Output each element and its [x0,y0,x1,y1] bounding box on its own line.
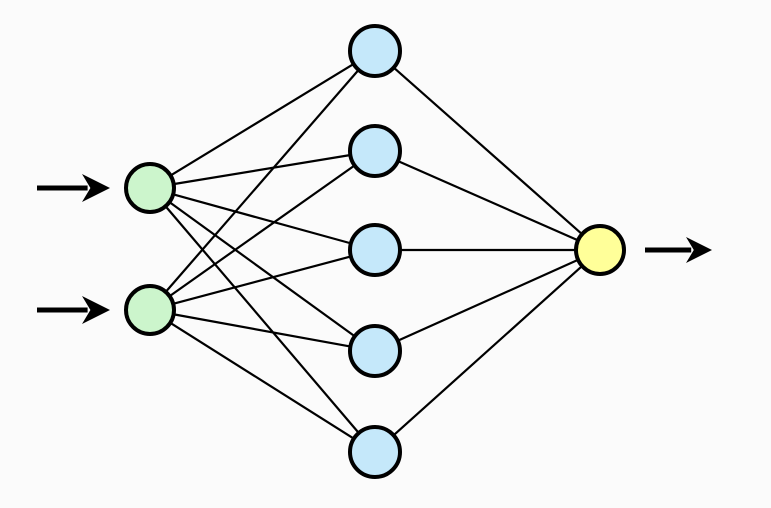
node-hidden-4[interactable] [348,324,402,378]
node-hidden-3[interactable] [348,223,402,277]
edge-input-2-to-hidden-3 [171,255,353,306]
node-hidden-5[interactable] [348,425,402,479]
edge-hidden-2-to-output-1 [396,159,580,242]
output-arrow-1-head [686,237,712,263]
node-output-1[interactable] [574,224,626,276]
edge-input-2-to-hidden-4 [172,313,352,348]
edge-input-1-to-hidden-3 [171,193,353,245]
io-arrows-group [37,174,712,324]
arrow-right-icon [37,174,110,202]
edge-input-1-to-hidden-1 [169,62,356,177]
arrow-right-icon [645,237,712,263]
edge-input-2-to-hidden-5 [168,321,356,441]
edge-input-1-to-hidden-4 [167,200,357,338]
input-arrow-1-head [82,174,110,202]
edge-input-2-to-hidden-2 [168,163,357,298]
node-hidden-1[interactable] [348,24,402,78]
input-arrow-2-head [82,296,110,324]
node-input-2[interactable] [124,284,176,336]
arrow-right-icon [37,296,110,324]
edge-input-1-to-hidden-2 [172,153,352,186]
node-hidden-2[interactable] [348,124,402,178]
edge-input-2-to-hidden-1 [164,68,361,294]
edge-hidden-5-to-output-1 [392,264,584,437]
node-input-1[interactable] [124,162,176,214]
edge-hidden-1-to-output-1 [392,66,584,236]
nodes-group [124,24,626,479]
edges-group [164,62,584,441]
edge-hidden-4-to-output-1 [396,258,580,343]
edge-input-1-to-hidden-5 [164,204,361,435]
